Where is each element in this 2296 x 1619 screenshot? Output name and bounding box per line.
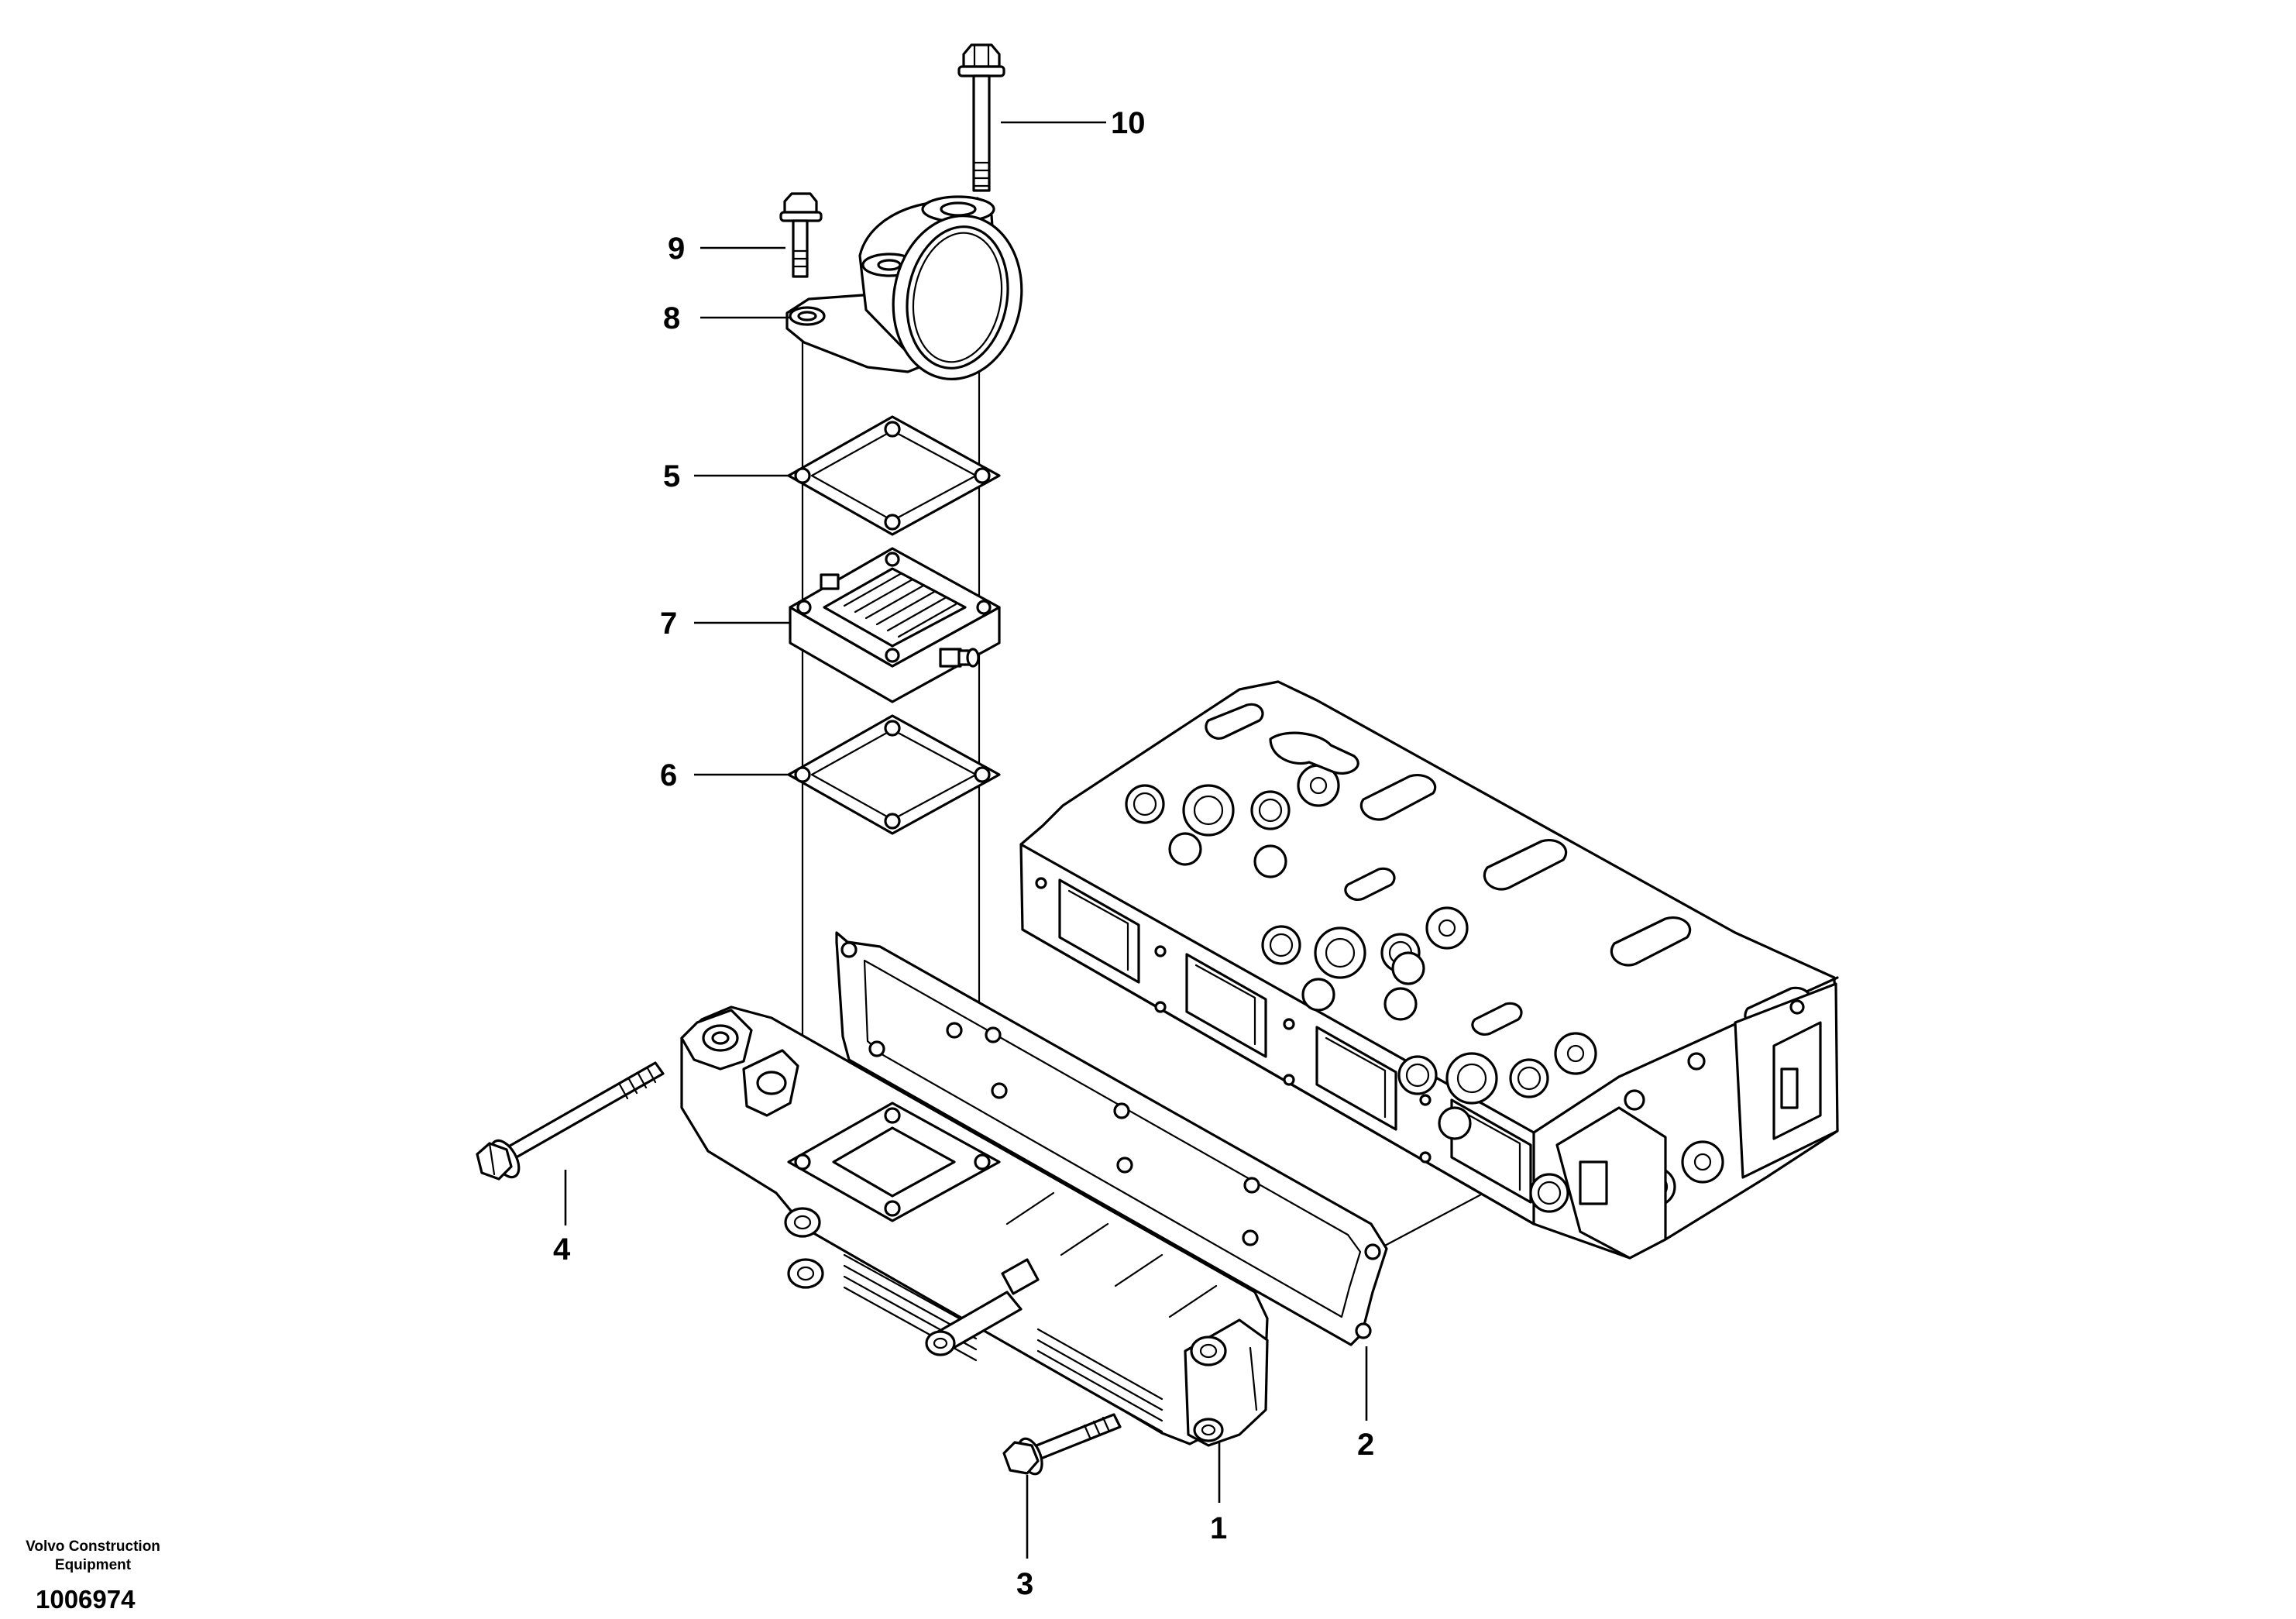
callout-10: 10 — [1111, 106, 1146, 140]
manifold-bolt-part-4 — [476, 1061, 665, 1181]
long-bolt-part-10 — [957, 43, 1005, 192]
side-bolt-holes — [1035, 877, 1432, 1164]
short-bolt-part-9 — [779, 192, 823, 278]
callout-3: 3 — [1016, 1567, 1033, 1601]
coolant-passages — [1205, 703, 1812, 1036]
lower-gasket-part-6 — [787, 714, 1001, 835]
cylinder-head — [1019, 680, 1839, 1260]
callout-4: 4 — [553, 1232, 571, 1267]
callout-labels: 10 9 8 5 7 6 4 2 1 3 — [553, 106, 1374, 1601]
manifold-nozzles — [925, 1258, 1040, 1356]
brand-name-line-2: Equipment — [55, 1557, 132, 1573]
callout-8: 8 — [663, 301, 680, 335]
callout-1: 1 — [1210, 1511, 1227, 1545]
outlet-elbow-part-8 — [785, 195, 1023, 380]
upper-gasket-part-5 — [787, 415, 1001, 536]
callout-7: 7 — [660, 607, 677, 641]
air-heater-part-7 — [789, 547, 1001, 703]
valve-bores — [1125, 764, 1724, 1219]
callout-5: 5 — [663, 459, 680, 493]
callout-2: 2 — [1357, 1428, 1374, 1462]
callout-9: 9 — [668, 232, 685, 266]
gasket-bolt-holes — [840, 941, 1381, 1339]
footer: Volvo Construction Equipment 1006974 — [26, 1538, 160, 1614]
document-number: 1006974 — [36, 1585, 136, 1614]
manifold-bolt-part-3 — [1002, 1413, 1122, 1476]
leader-lines — [564, 121, 1368, 1559]
head-end-face — [1555, 982, 1839, 1260]
callout-6: 6 — [660, 758, 677, 792]
intake-manifold-part-1 — [680, 1005, 1269, 1447]
intake-ports — [1058, 878, 1532, 1204]
manifold-gasket-part-2 — [835, 931, 1388, 1346]
brand-name-line-1: Volvo Construction — [26, 1538, 160, 1555]
